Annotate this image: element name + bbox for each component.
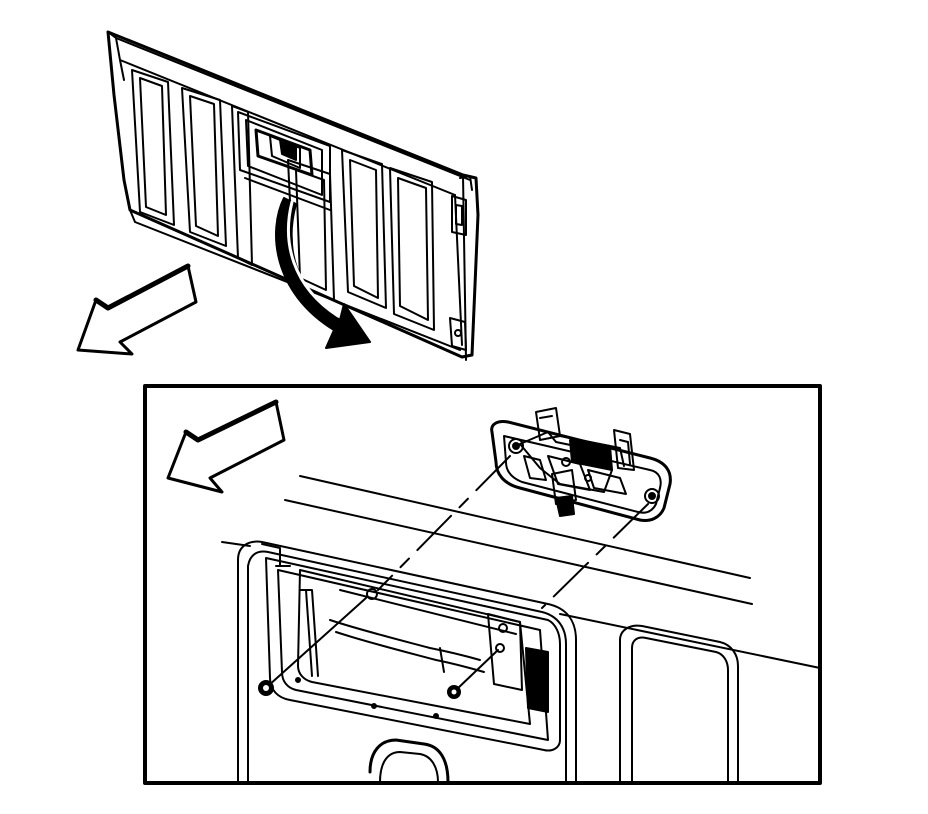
fastener-icon	[258, 680, 274, 696]
lower-recess	[368, 738, 450, 784]
fastener-icon	[447, 685, 461, 699]
alignment-lines	[267, 455, 649, 691]
tailgate-panel	[106, 30, 480, 361]
handle-assembly	[490, 407, 672, 522]
direction-arrow-icon	[166, 399, 286, 494]
direction-arrow-icon	[76, 263, 198, 356]
handle-pocket	[237, 111, 331, 211]
adjacent-rib	[619, 624, 739, 783]
detail-view	[166, 399, 821, 784]
curved-callout-arrow-icon	[275, 197, 371, 349]
detail-frame	[143, 384, 822, 785]
handle-bezel-opening	[237, 540, 577, 783]
